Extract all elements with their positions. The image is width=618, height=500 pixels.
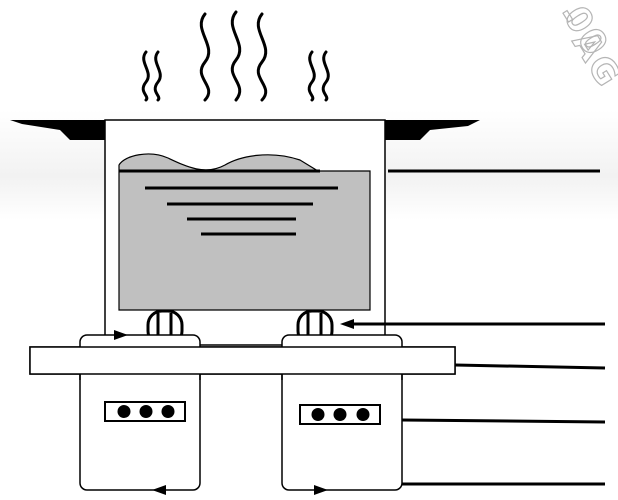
leader-lines [352, 169, 606, 486]
liquid-sample [118, 153, 371, 311]
leader-line-plate [454, 363, 606, 370]
support-plate-front [29, 346, 456, 375]
left-flange [10, 120, 105, 140]
liquid-layers [119, 169, 338, 236]
arrow-head-icon [114, 319, 354, 495]
three-dot-indicator-icon [104, 401, 186, 422]
right-flange [385, 120, 480, 140]
steam-wave-icon [141, 10, 330, 102]
watermark: 00 - AG [548, 0, 618, 96]
leader-line-heater [401, 418, 606, 424]
watermark-line2: - AG [548, 0, 618, 95]
three-dot-indicator-icon [299, 404, 381, 425]
